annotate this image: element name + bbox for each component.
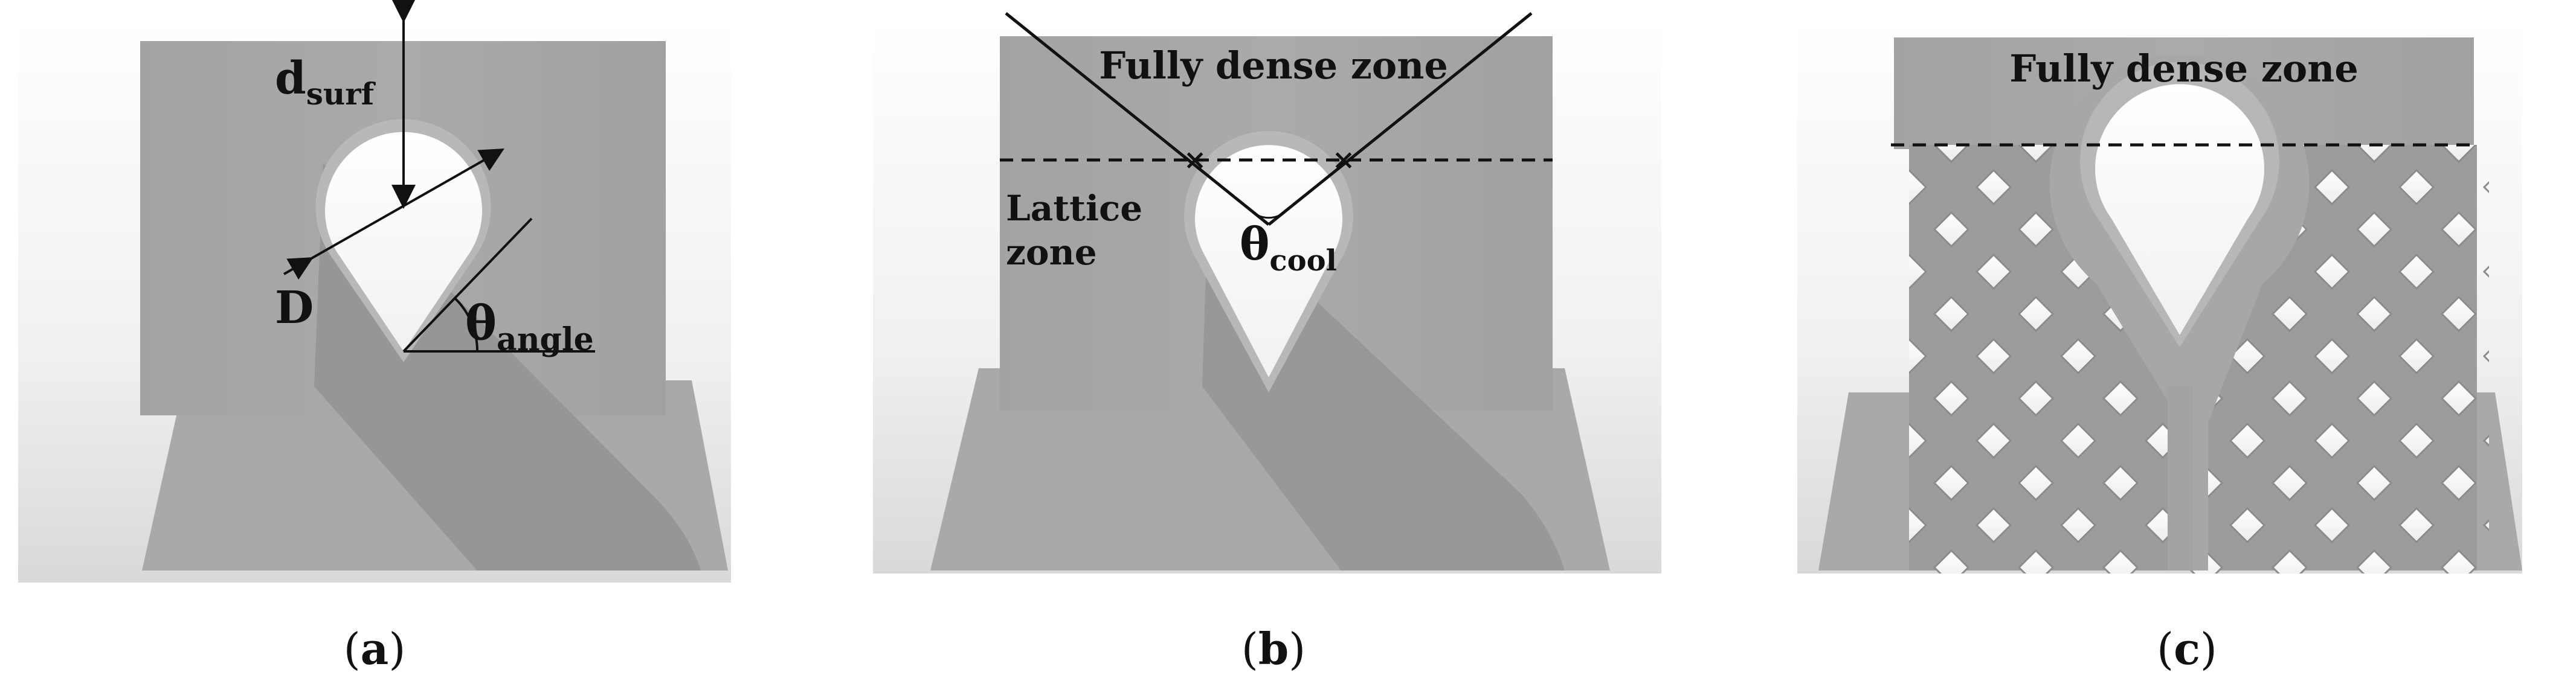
diameter-extension-line bbox=[283, 258, 310, 275]
lattice-cell bbox=[2059, 507, 2097, 544]
lattice-cell bbox=[2482, 265, 2489, 278]
lattice-zone-label-line2: zone bbox=[1006, 232, 1097, 273]
lattice-cell bbox=[2315, 593, 2349, 627]
lattice-cell bbox=[1975, 507, 2012, 544]
lattice-cell bbox=[2146, 593, 2180, 627]
lattice-cell bbox=[2355, 380, 2393, 417]
intersection-marker-right: × bbox=[1332, 143, 1356, 176]
lattice-cell bbox=[2440, 145, 2478, 164]
lattice-cell bbox=[2355, 464, 2393, 502]
lattice-cell bbox=[2440, 549, 2478, 574]
lattice-cell bbox=[2482, 434, 2489, 447]
lattice-cell bbox=[1933, 145, 1970, 164]
lattice-cell bbox=[1975, 168, 2012, 206]
lattice-cell bbox=[1909, 337, 1928, 375]
lattice-cell bbox=[2313, 507, 2351, 544]
intersection-marker-left: × bbox=[1183, 143, 1207, 176]
theta-angle-label: θangle bbox=[465, 296, 594, 358]
panel-c: Fully dense zone (c) bbox=[1797, 21, 2522, 674]
d-surf-label: dsurf bbox=[275, 53, 376, 112]
lattice-cell bbox=[1975, 253, 2012, 290]
lattice-cell bbox=[2440, 380, 2478, 417]
diameter-dimension-arrow bbox=[286, 149, 504, 280]
lattice-cell bbox=[2355, 211, 2393, 248]
lattice-cell bbox=[1933, 295, 1970, 333]
panel-a: dsurf D θangle (a) bbox=[18, 0, 731, 674]
lattice-cell bbox=[2229, 422, 2266, 459]
lattice-cell bbox=[2017, 295, 2055, 333]
panel-b-fully-dense-label: Fully dense zone bbox=[1099, 43, 1448, 88]
lattice-cell bbox=[1977, 593, 2011, 627]
lattice-cell bbox=[2398, 337, 2435, 375]
lattice-cell bbox=[2102, 380, 2139, 417]
lattice-cell bbox=[2398, 168, 2435, 206]
lattice-cell bbox=[2017, 549, 2055, 574]
lattice-cell bbox=[2482, 350, 2489, 363]
lattice-zone-label-line1: Lattice bbox=[1006, 188, 1142, 229]
lattice-cell bbox=[1933, 211, 1970, 248]
lattice-cell bbox=[2102, 549, 2139, 574]
angle-arc bbox=[454, 297, 479, 352]
lattice-cell bbox=[2102, 464, 2139, 502]
lattice-cell bbox=[1909, 168, 1928, 206]
lattice-cell bbox=[1975, 337, 2012, 375]
lattice-cell bbox=[2355, 295, 2393, 333]
lattice-cell bbox=[2482, 181, 2489, 194]
lattice-cell bbox=[2061, 593, 2095, 627]
lattice-cell bbox=[2017, 380, 2055, 417]
lattice-cell bbox=[2271, 380, 2308, 417]
lattice-cell bbox=[1933, 380, 1970, 417]
lattice-cell bbox=[2440, 464, 2478, 502]
overhang-edge-line bbox=[402, 217, 533, 353]
lattice-cell bbox=[2484, 593, 2518, 627]
lattice-cell bbox=[2230, 593, 2264, 627]
panel-b: × × Fully dense zone Lattice zone θcool … bbox=[873, 12, 1661, 674]
lattice-cell bbox=[2313, 337, 2351, 375]
lattice-cell bbox=[2398, 507, 2435, 544]
lattice-cell bbox=[2355, 549, 2393, 574]
lattice-cell bbox=[2271, 464, 2308, 502]
lattice-cell bbox=[2440, 295, 2478, 333]
lattice-cell bbox=[1933, 549, 1970, 574]
lattice-cell bbox=[2017, 145, 2055, 164]
theta-cool-label: θcool bbox=[1240, 219, 1337, 278]
caption-a: (a) bbox=[344, 623, 406, 674]
lattice-cell bbox=[1909, 253, 1928, 290]
lattice-cell bbox=[1892, 593, 1926, 627]
lattice-cell bbox=[1975, 422, 2012, 459]
lattice-cell bbox=[2059, 422, 2097, 459]
lattice-cell bbox=[2398, 253, 2435, 290]
lattice-cell bbox=[2313, 422, 2351, 459]
lattice-cell bbox=[2482, 519, 2489, 532]
cooling-line-left bbox=[1005, 12, 1270, 226]
lattice-cell bbox=[2440, 211, 2478, 248]
diameter-label: D bbox=[275, 282, 314, 334]
lattice-cell bbox=[2229, 507, 2266, 544]
lattice-cell bbox=[2271, 295, 2308, 333]
lattice-cell bbox=[1909, 507, 1928, 544]
panel-c-stem bbox=[2168, 386, 2193, 571]
lattice-cell bbox=[1909, 422, 1928, 459]
lattice-cell bbox=[1933, 464, 1970, 502]
lattice-cell bbox=[2400, 593, 2433, 627]
lattice-cell bbox=[2017, 211, 2055, 248]
lattice-cell bbox=[2398, 422, 2435, 459]
cooling-angle-arc bbox=[1248, 208, 1289, 219]
caption-c: (c) bbox=[2157, 623, 2217, 674]
panel-c-teardrop-hole bbox=[2095, 84, 2265, 335]
lattice-cell bbox=[2313, 253, 2351, 290]
caption-b: (b) bbox=[1241, 623, 1306, 674]
lattice-cell bbox=[2313, 168, 2351, 206]
lattice-cell bbox=[2271, 549, 2308, 574]
cooling-line-right bbox=[1267, 12, 1533, 226]
lattice-cell bbox=[2017, 464, 2055, 502]
panel-b-teardrop-hole bbox=[1194, 145, 1342, 377]
panel-c-fully-dense-label: Fully dense zone bbox=[2009, 46, 2359, 91]
lattice-cell bbox=[2355, 145, 2393, 164]
lattice-cell bbox=[2059, 337, 2097, 375]
